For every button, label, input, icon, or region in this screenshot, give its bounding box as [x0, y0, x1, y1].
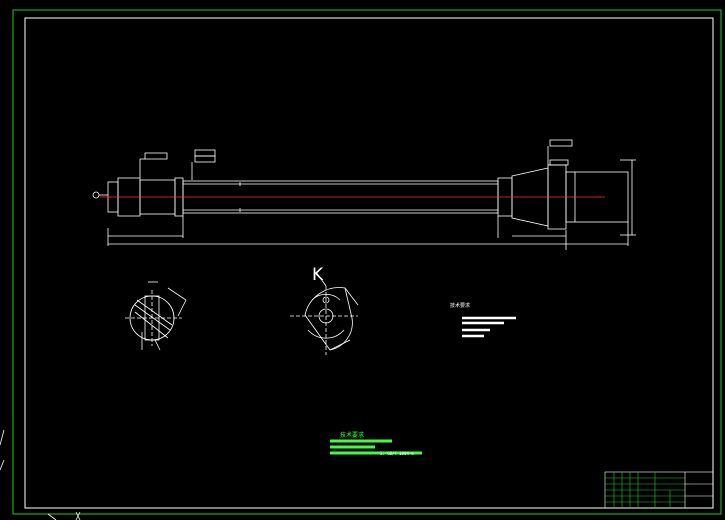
section-view-k — [290, 271, 359, 355]
section-view-left — [125, 281, 187, 351]
notes-small-heading: 技术要求 — [450, 302, 470, 309]
notes-large-line-3: 3. GB/T 1804-m — [380, 451, 414, 456]
main-shaft-view — [92, 139, 636, 250]
ucs-icon — [0, 429, 81, 520]
notes-large-heading: 技术要求 — [340, 431, 364, 439]
outer-frame — [12, 9, 722, 515]
notes-large-block — [330, 439, 422, 455]
inner-border — [24, 17, 714, 509]
title-block — [604, 471, 714, 509]
notes-small-block — [462, 316, 516, 338]
